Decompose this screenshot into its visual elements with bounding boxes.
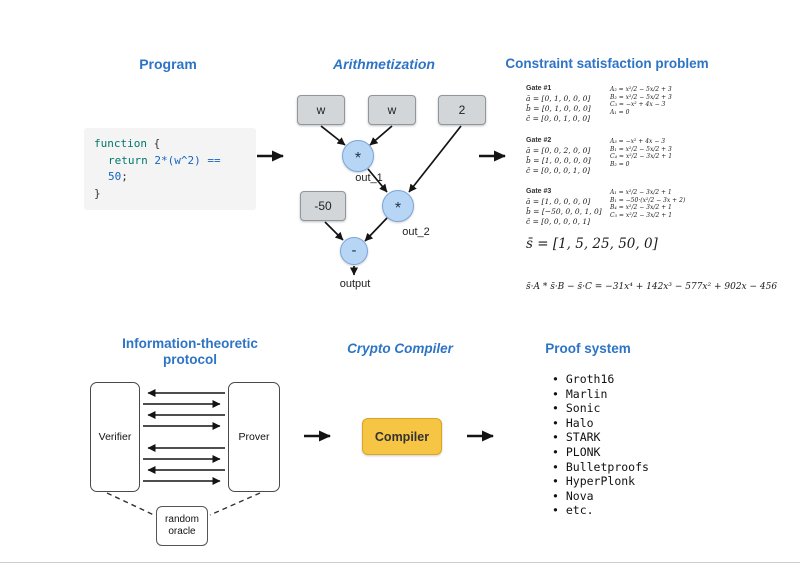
interp-line: C₅ = x²/2 − 3x/2 + 1 bbox=[610, 211, 673, 219]
proof-system-item: etc. bbox=[552, 503, 649, 518]
proof-system-item: Nova bbox=[552, 489, 649, 504]
proof-system-item: Bulletproofs bbox=[552, 460, 649, 475]
crypto-compiler-heading: Crypto Compiler bbox=[347, 341, 453, 356]
circuit-gate-mul1: * bbox=[342, 140, 374, 172]
code-line-2: return 2*(w^2) == 50; bbox=[94, 153, 246, 186]
witness-vector: s̄ = [1, 5, 25, 50, 0] bbox=[526, 236, 658, 252]
proof-system-heading: Proof system bbox=[545, 341, 631, 356]
interp-line: B₁ = −50·(x²/2 − 3x + 2) bbox=[610, 196, 686, 204]
program-code: function { return 2*(w^2) == 50; } bbox=[84, 128, 256, 210]
wire-label-output: output bbox=[339, 278, 371, 290]
code-keyword-return: return bbox=[108, 153, 148, 167]
gate-title: Gate #1 bbox=[526, 85, 552, 92]
circuit-input-2: 2 bbox=[438, 95, 486, 125]
protocol-heading: Information-theoretic protocol bbox=[110, 336, 270, 368]
code-semicolon: ; bbox=[121, 170, 128, 183]
proof-system-list: Groth16 Marlin Sonic Halo STARK PLONK Bu… bbox=[552, 372, 649, 518]
verifier-box: Verifier bbox=[90, 382, 140, 492]
circuit-input-w1: w bbox=[297, 95, 345, 125]
proof-system-item: Marlin bbox=[552, 387, 649, 402]
mul2-symbol: * bbox=[394, 200, 402, 217]
circuit-arrows bbox=[320, 125, 462, 276]
constraint-polynomial: s̄·A * s̄·B − s̄·C = −31x⁴ + 142x³ − 577… bbox=[526, 282, 778, 292]
interp-line: B₄ = x²/2 − 3x/2 + 1 bbox=[610, 204, 672, 211]
interp-line: C₄ = x²/2 − 3x/2 + 1 bbox=[610, 153, 673, 160]
arrow-w1-to-mul1 bbox=[320, 125, 346, 146]
protocol-message-arrows bbox=[143, 389, 225, 485]
interp-line: A₂ = x²/2 − 5x/2 + 3 bbox=[610, 86, 672, 93]
arrow-mul1-to-mul2 bbox=[367, 168, 388, 193]
oracle-dashed-links bbox=[106, 492, 261, 516]
wire-label-out1: out_1 bbox=[355, 172, 383, 184]
wire-label-out2: out_2 bbox=[402, 226, 430, 238]
code-expression: 2*(w^2) == 50 bbox=[108, 153, 221, 184]
random-oracle-box: random oracle bbox=[156, 506, 208, 546]
gate-vector-a: ā = [0, 1, 0, 0, 0] bbox=[526, 94, 591, 103]
code-keyword-function: function bbox=[94, 137, 147, 150]
code-open-brace: { bbox=[146, 137, 161, 150]
code-line-1: function { bbox=[94, 136, 246, 153]
page-bottom-rule bbox=[0, 562, 800, 563]
gate-title: Gate #2 bbox=[526, 137, 552, 144]
gate-interpolation: A₃ = −x² + 4x − 3 B₁ = x²/2 − 5x/2 + 3 C… bbox=[610, 138, 676, 168]
gate-interpolation: A₁ = x²/2 − 3x/2 + 1 B₁ = −50·(x²/2 − 3x… bbox=[610, 189, 686, 219]
flow-arrows bbox=[257, 150, 506, 442]
prover-box: Prover bbox=[228, 382, 280, 492]
csp-gate-2: Gate #2 ā = [0, 0, 2, 0, 0] b̄ = [1, 0, … bbox=[526, 137, 676, 176]
gate-interpolation: A₂ = x²/2 − 5x/2 + 3 B₂ = x²/2 − 5x/2 + … bbox=[610, 86, 676, 116]
circuit-gate-mul2: * bbox=[382, 190, 414, 222]
interp-line: B₁ = x²/2 − 5x/2 + 3 bbox=[610, 145, 672, 153]
proof-system-item: Groth16 bbox=[552, 372, 649, 387]
code-close-brace: } bbox=[94, 186, 101, 200]
interp-line: A₃ = −x² + 4x − 3 bbox=[610, 138, 666, 145]
protocol-heading-line2: protocol bbox=[163, 352, 217, 367]
proof-system-item: HyperPlonk bbox=[552, 474, 649, 489]
arrow-w2-to-mul1 bbox=[369, 125, 393, 146]
code-line-3: } bbox=[94, 186, 246, 203]
sub-symbol: - bbox=[351, 241, 357, 259]
interp-line: C₃ = −x² + 4x − 3 bbox=[610, 101, 666, 108]
circuit-const-neg50: -50 bbox=[300, 191, 346, 221]
compiler-button: Compiler bbox=[362, 418, 442, 455]
gate-vector-a: ā = [1, 0, 0, 0, 0] bbox=[526, 197, 591, 206]
mul1-symbol: * bbox=[354, 150, 362, 167]
proof-system-item: Halo bbox=[552, 416, 649, 431]
oracle-label-line2: oracle bbox=[168, 526, 196, 537]
arrow-mul2-to-sub bbox=[364, 217, 388, 242]
gate-vector-c: c̄ = [0, 0, 0, 0, 1] bbox=[526, 217, 591, 226]
interp-line: B₂ = x²/2 − 5x/2 + 3 bbox=[610, 93, 672, 101]
gate-vector-b: b̄ = [1, 0, 0, 0, 0] bbox=[526, 156, 591, 165]
gate-title: Gate #3 bbox=[526, 188, 552, 195]
arrow-neg50-to-sub bbox=[324, 221, 344, 241]
arrow-const2-to-mul2 bbox=[408, 125, 462, 193]
dashed-verifier-to-oracle bbox=[106, 492, 155, 516]
proof-system-item: STARK bbox=[552, 430, 649, 445]
csp-heading: Constraint satisfaction problem bbox=[505, 56, 709, 71]
interp-line: A₁ = x²/2 − 3x/2 + 1 bbox=[610, 189, 672, 196]
gate-vector-a: ā = [0, 0, 2, 0, 0] bbox=[526, 146, 591, 155]
gate-vector-b: b̄ = [0, 1, 0, 0, 0] bbox=[526, 104, 591, 113]
proof-system-item: PLONK bbox=[552, 445, 649, 460]
interp-line: A₁ = 0 bbox=[610, 108, 630, 116]
csp-gate-1: Gate #1 ā = [0, 1, 0, 0, 0] b̄ = [0, 1, … bbox=[526, 85, 676, 124]
dashed-prover-to-oracle bbox=[209, 492, 261, 516]
oracle-label-line1: random bbox=[165, 514, 199, 525]
interp-line: B₂ = 0 bbox=[610, 160, 630, 168]
proof-system-item: Sonic bbox=[552, 401, 649, 416]
program-heading: Program bbox=[139, 56, 197, 72]
protocol-heading-line1: Information-theoretic bbox=[122, 336, 258, 351]
csp-gate-3: Gate #3 ā = [1, 0, 0, 0, 0] b̄ = [−50, 0… bbox=[526, 188, 686, 227]
gate-vector-c: c̄ = [0, 0, 0, 1, 0] bbox=[526, 166, 591, 175]
arithmetization-heading: Arithmetization bbox=[333, 56, 435, 72]
circuit-gate-sub: - bbox=[340, 237, 368, 265]
circuit-input-w2: w bbox=[368, 95, 416, 125]
gate-vector-b: b̄ = [−50, 0, 0, 1, 0] bbox=[526, 207, 602, 216]
gate-vector-c: c̄ = [0, 0, 1, 0, 0] bbox=[526, 114, 591, 123]
